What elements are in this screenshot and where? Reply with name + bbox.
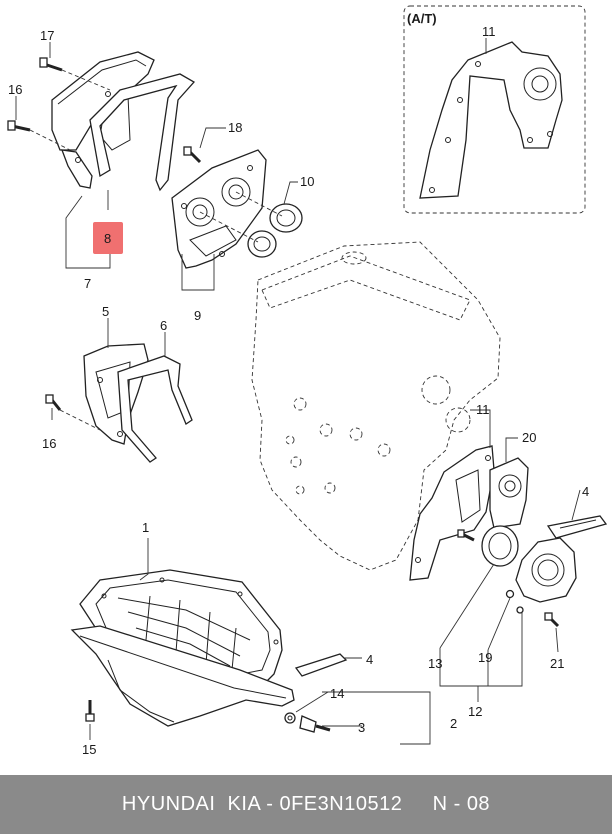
footer-bar: HYUNDAI KIA - 0FE3N10512 N - 08 <box>0 775 612 834</box>
callout-2: 2 <box>450 716 457 731</box>
callout-12: 12 <box>468 704 482 719</box>
callout-20: 20 <box>522 430 536 445</box>
engine-block <box>251 241 501 571</box>
rear-oil-seal <box>481 525 519 567</box>
oil-pan <box>70 569 295 727</box>
callout-14: 14 <box>330 686 344 701</box>
bolt-18 <box>183 146 202 164</box>
rear-seal-housing <box>505 537 577 614</box>
callout-9: 9 <box>194 308 201 323</box>
callout-21: 21 <box>550 656 564 671</box>
highlight-box-8 <box>93 222 123 254</box>
callout-17: 17 <box>40 28 54 43</box>
callout-4: 4 <box>582 484 589 499</box>
bolt-15 <box>85 700 95 722</box>
callout-19: 19 <box>478 650 492 665</box>
leader-lines <box>15 42 581 745</box>
part-4-lower <box>294 653 348 677</box>
inset-gasket <box>419 41 563 199</box>
callout-4: 4 <box>366 652 373 667</box>
bolt-21 <box>544 612 560 628</box>
callout-16: 16 <box>8 82 22 97</box>
callout-5: 5 <box>102 304 109 319</box>
callout-11: 11 <box>482 24 496 39</box>
bolt-16-lower <box>45 394 101 431</box>
callout-15: 15 <box>82 742 96 757</box>
callout-3: 3 <box>358 720 365 735</box>
engine-parts-diagram: (A/T) <box>7 5 608 757</box>
callout-11: 11 <box>476 402 490 417</box>
callout-6: 6 <box>160 318 167 333</box>
callout-10: 10 <box>300 174 314 189</box>
lower-timing-cover <box>83 343 193 463</box>
upper-timing-cover <box>51 51 196 192</box>
footer-text: HYUNDAI KIA - 0FE3N10512 N - 08 <box>121 793 491 815</box>
callout-13: 13 <box>428 656 442 671</box>
bolt-16-upper <box>7 120 71 151</box>
callout-16: 16 <box>42 436 56 451</box>
callout-1: 1 <box>142 520 149 535</box>
callout-7: 7 <box>84 276 91 291</box>
callouts: 17 16 18 10 8 7 9 5 6 16 11 11 20 4 1 4 … <box>8 24 589 757</box>
rear-gasket <box>409 445 529 581</box>
drain-plug <box>284 712 331 733</box>
inset-label: (A/T) <box>407 11 437 26</box>
callout-8: 8 <box>104 231 111 246</box>
part-4-upper <box>546 515 608 539</box>
bolt-rear <box>457 529 475 542</box>
bolt-17 <box>39 57 111 91</box>
timing-plate <box>171 149 303 269</box>
at-inset: (A/T) <box>403 5 586 214</box>
callout-18: 18 <box>228 120 242 135</box>
